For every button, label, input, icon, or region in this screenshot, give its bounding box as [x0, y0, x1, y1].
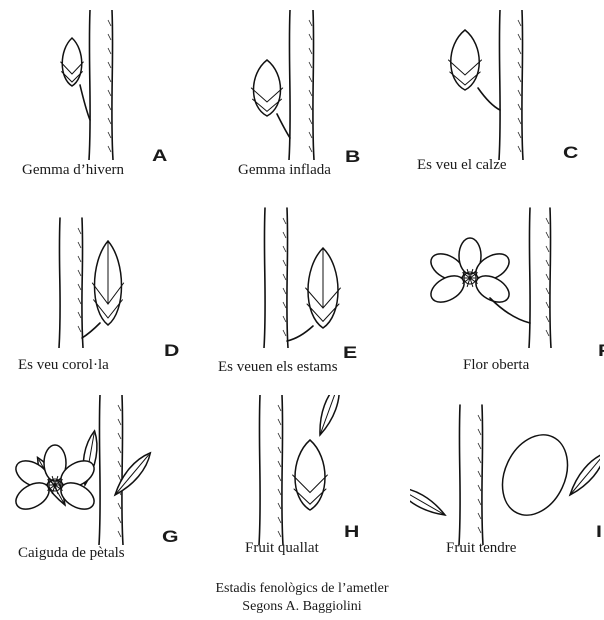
stage-h-letter: H — [344, 523, 359, 540]
stage-g-drawing — [5, 395, 170, 550]
stage-i-caption: Fruit tendre — [446, 541, 516, 556]
figure-source: Segons A. Baggiolini — [0, 600, 604, 614]
stage-g-letter: G — [162, 528, 179, 545]
stage-d-letter: D — [164, 342, 179, 359]
stage-a-drawing — [20, 10, 170, 165]
stage-b-drawing — [215, 10, 365, 165]
stage-a-caption: Gemma d’hivern — [22, 163, 124, 178]
stage-e-drawing — [215, 198, 365, 353]
stage-i-drawing — [410, 395, 600, 550]
stage-f-drawing — [410, 198, 595, 353]
figure-title: Estadis fenològics de l’ametler — [0, 582, 604, 596]
stage-d-caption: Es veu corol·la — [18, 358, 109, 373]
stage-g-caption: Caiguda de pètals — [18, 546, 125, 561]
stage-h-caption: Fruit quallat — [245, 541, 319, 556]
stage-c-letter: C — [563, 144, 578, 161]
stages-grid: Gemma d’hivern A Gemma inflada B Es veu el c… — [0, 0, 604, 560]
stage-f-letter: F — [598, 342, 604, 359]
stage-a-letter: A — [152, 147, 167, 164]
stage-i-letter: I — [596, 523, 602, 540]
stage-c-caption: Es veu el calze — [417, 158, 507, 173]
stage-f-caption: Flor oberta — [463, 358, 529, 373]
stage-c-drawing — [410, 10, 560, 165]
stage-d-drawing — [20, 198, 170, 353]
stage-b-caption: Gemma inflada — [238, 163, 331, 178]
stage-e-letter: E — [343, 344, 357, 361]
stage-e-caption: Es veuen els estams — [218, 360, 338, 375]
stage-b-letter: B — [345, 148, 360, 165]
